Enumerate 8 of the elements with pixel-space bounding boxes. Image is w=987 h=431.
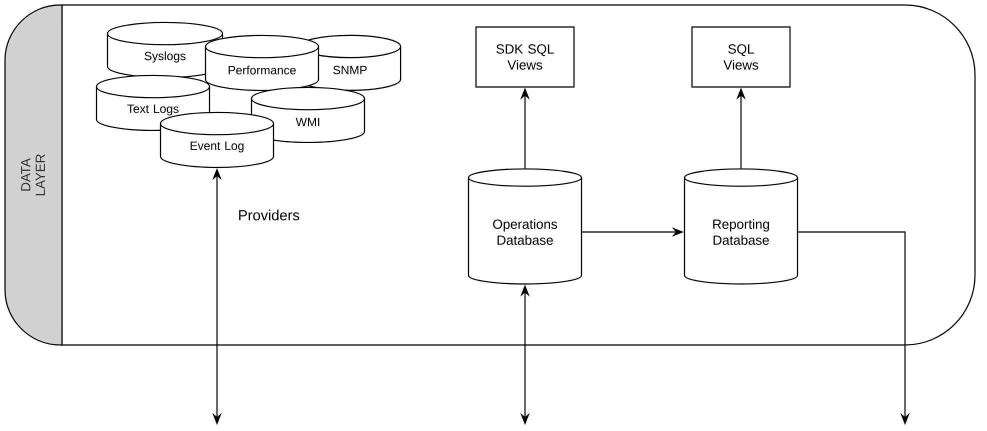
database-cylinder: Syslogs bbox=[106, 22, 224, 78]
database-cylinder: Reporting Database bbox=[684, 168, 798, 285]
view-box: SQL Views bbox=[691, 26, 791, 88]
view-box: SDK SQL Views bbox=[475, 26, 575, 88]
database-cylinder: Performance bbox=[204, 34, 320, 92]
database-cylinder: Operations Database bbox=[468, 168, 582, 285]
node-label: DATA LAYER bbox=[21, 154, 45, 196]
edge-label: Providers bbox=[236, 208, 302, 222]
